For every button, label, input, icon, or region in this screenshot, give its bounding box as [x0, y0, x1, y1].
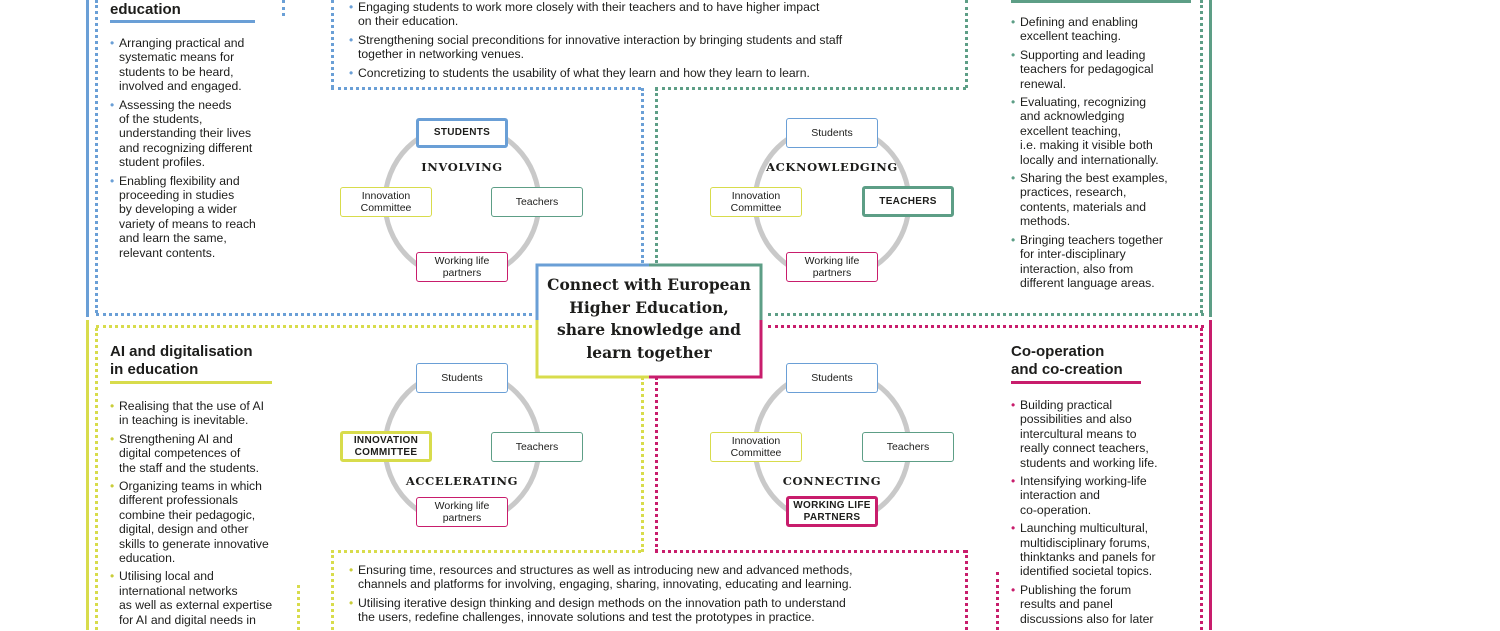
bottom-center-left-dotted	[331, 550, 334, 630]
bottom-left-bullets: Realising that the use of AI in teaching…	[110, 399, 295, 631]
list-item: Building practical possibilities and als…	[1011, 398, 1196, 470]
mid-left-blue-dotted	[96, 313, 532, 316]
top-right-inner-dotted	[1200, 0, 1203, 313]
center-vertical-green-dotted	[655, 88, 658, 263]
top-center-bottom-blue-dotted	[331, 87, 641, 90]
involving-teachers-node: Teachers	[491, 187, 583, 217]
center-vertical-yellow-dotted	[641, 377, 644, 552]
list-item: Intensifying working-life interaction an…	[1011, 474, 1196, 517]
mid-right-magenta-dotted	[768, 325, 1204, 328]
top-left-col-dotted	[282, 0, 285, 16]
involving-partners-node: Working life partners	[416, 252, 508, 282]
list-item: Strengthening AI and digital competences…	[110, 432, 295, 475]
acknowledging-label: ACKNOWLEDGING	[766, 160, 898, 174]
top-center-bottom-green-dotted	[655, 87, 966, 90]
right-magenta-border	[1209, 320, 1212, 630]
acknowledging-students-node: Students	[786, 118, 878, 148]
list-item: Supporting and leading teachers for peda…	[1011, 48, 1196, 91]
list-item: Realising that the use of AI in teaching…	[110, 399, 295, 428]
center-title: Connect with European Higher Education, …	[547, 275, 751, 362]
left-blue-border	[86, 0, 89, 317]
bottom-center-right-dotted	[965, 550, 968, 630]
bottom-center-top-magenta-dotted	[655, 550, 966, 553]
bottom-right-heading: Co-operation and co-creation	[1011, 343, 1123, 378]
top-left-heading: education	[110, 1, 181, 18]
accelerating-students-node: Students	[416, 363, 508, 393]
connecting-committee-node: Innovation Committee	[710, 432, 802, 462]
connecting-teachers-node: Teachers	[862, 432, 954, 462]
involving-committee-node: Innovation Committee	[340, 187, 432, 217]
bottom-left-inner-dotted	[95, 328, 98, 630]
left-yellow-border	[86, 320, 89, 630]
list-item: Sharing the best examples, practices, re…	[1011, 171, 1196, 229]
list-item: Evaluating, recognizing and acknowledgin…	[1011, 95, 1196, 167]
mid-left-yellow-dotted	[96, 325, 532, 328]
acknowledging-committee-node: Innovation Committee	[710, 187, 802, 217]
top-left-heading-underline	[110, 20, 255, 23]
list-item: Utilising iterative design thinking and …	[349, 596, 949, 625]
top-center-right-dotted	[965, 0, 968, 88]
top-center-bullets: Engaging students to work more closely w…	[349, 0, 949, 84]
involving-label: INVOLVING	[421, 160, 503, 174]
bottom-right-col-dotted	[996, 572, 999, 630]
connecting-partners-node: WORKING LIFE PARTNERS	[786, 496, 878, 527]
top-right-bullets: Defining and enabling excellent teaching…	[1011, 15, 1196, 294]
top-right-heading-underline	[1011, 0, 1191, 3]
list-item: Utilising local and international networ…	[110, 569, 295, 627]
list-item: Defining and enabling excellent teaching…	[1011, 15, 1196, 44]
acknowledging-partners-node: Working life partners	[786, 252, 878, 282]
list-item: Publishing the forum results and panel d…	[1011, 583, 1196, 626]
center-vertical-magenta-dotted	[655, 377, 658, 552]
bottom-left-heading: AI and digitalisation in education	[110, 343, 253, 378]
list-item: Assessing the needs of the students, und…	[110, 98, 285, 170]
list-item: Bringing teachers together for inter-dis…	[1011, 233, 1196, 291]
accelerating-teachers-node: Teachers	[491, 432, 583, 462]
connecting-students-node: Students	[786, 363, 878, 393]
top-left-inner-dotted	[95, 0, 98, 313]
list-item: Concretizing to students the usability o…	[349, 66, 949, 81]
bottom-left-col-dotted	[297, 585, 300, 630]
accelerating-partners-node: Working life partners	[416, 497, 508, 527]
accelerating-label: ACCELERATING	[405, 474, 519, 488]
mid-right-green-dotted	[768, 313, 1204, 316]
list-item: Ensuring time, resources and structures …	[349, 563, 949, 592]
acknowledging-teachers-node: TEACHERS	[862, 186, 954, 217]
connecting-label: CONNECTING	[782, 474, 882, 488]
list-item: Enabling flexibility and proceeding in s…	[110, 174, 285, 260]
bottom-center-bullets: Ensuring time, resources and structures …	[349, 563, 949, 629]
bottom-right-bullets: Building practical possibilities and als…	[1011, 398, 1196, 630]
bottom-center-top-yellow-dotted	[331, 550, 641, 553]
list-item: Arranging practical and systematic means…	[110, 36, 285, 94]
top-center-left-dotted	[331, 0, 334, 88]
list-item: Engaging students to work more closely w…	[349, 0, 949, 29]
list-item: Organizing teams in which different prof…	[110, 479, 295, 565]
bottom-left-heading-underline	[110, 381, 272, 384]
center-vertical-blue-dotted	[641, 88, 644, 263]
accelerating-committee-node: INNOVATION COMMITTEE	[340, 431, 432, 462]
list-item: Strengthening social preconditions for i…	[349, 33, 949, 62]
top-left-bullets: Arranging practical and systematic means…	[110, 36, 285, 264]
bottom-right-heading-underline	[1011, 381, 1141, 384]
list-item: Launching multicultural, multidisciplina…	[1011, 521, 1196, 579]
right-green-border	[1209, 0, 1212, 317]
involving-students-node: STUDENTS	[416, 118, 508, 148]
bottom-right-inner-dotted	[1200, 328, 1203, 630]
